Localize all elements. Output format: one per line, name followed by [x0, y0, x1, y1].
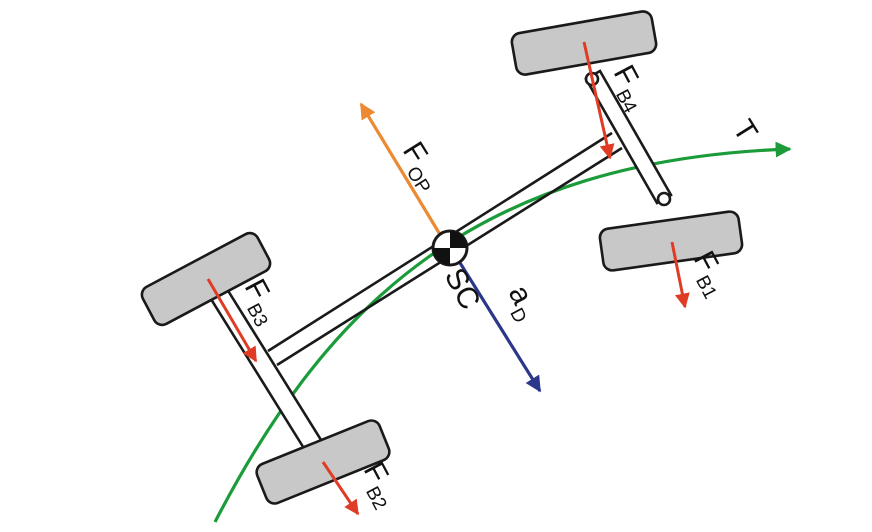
label-acceleration: aD: [497, 280, 547, 327]
brake-force-b1-arrow: [670, 241, 690, 309]
trajectory-curve: [213, 141, 792, 523]
opposing-force-arrow: [359, 102, 449, 247]
brake-force-b3-arrow: [206, 278, 258, 363]
brake-force-b2-arrow: [321, 461, 360, 516]
label-center: SC: [438, 263, 487, 315]
front-axle: [584, 69, 673, 207]
brake-force-b4-arrow: [582, 41, 615, 160]
wheel-front-bottom: [598, 210, 744, 272]
center-of-gravity-symbol: [431, 229, 469, 267]
brake-force-arrows: [206, 41, 690, 516]
label-trajectory: T: [726, 114, 764, 147]
wheel-rear-top: [140, 231, 272, 327]
acceleration-arrow: [450, 249, 542, 393]
front-pivot-bottom: [656, 191, 672, 207]
